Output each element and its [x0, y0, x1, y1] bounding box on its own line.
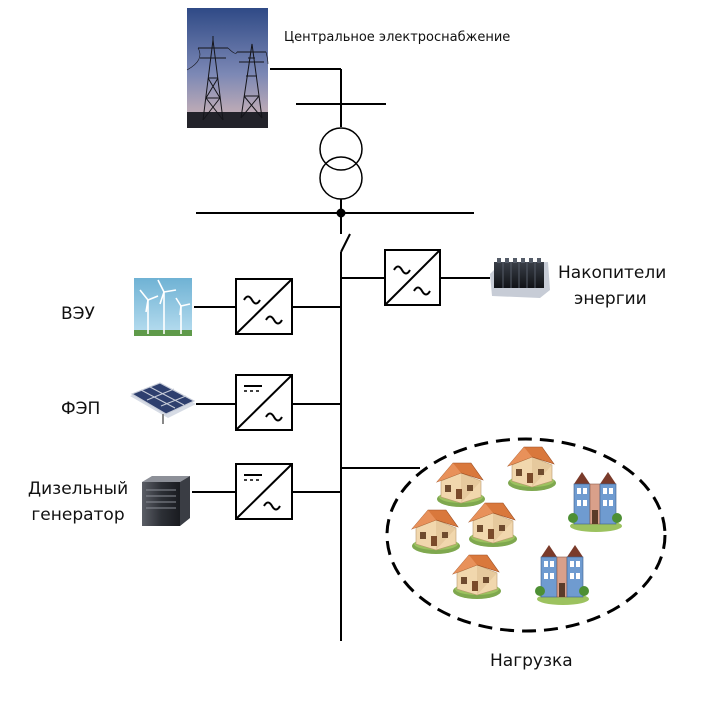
- wind-turbine-icon: [134, 278, 192, 336]
- pv-converter: [196, 374, 341, 431]
- house-icon: [436, 462, 486, 508]
- house-icon: [507, 446, 557, 492]
- grid-label: Центральное электроснабжение: [284, 30, 511, 45]
- main-bus: [196, 199, 474, 234]
- power-tower-photo: [186, 8, 269, 128]
- townhouse-icon: [534, 544, 590, 606]
- load-boundary: [385, 437, 667, 633]
- house-icon: [468, 502, 518, 548]
- storage-label-line2: энергии: [574, 289, 647, 309]
- transformer-symbol: [319, 127, 363, 200]
- load-label: Нагрузка: [490, 651, 573, 671]
- diesel-label-line2: генератор: [31, 505, 125, 525]
- solar-panel-icon: [130, 382, 196, 424]
- house-icon: [411, 509, 461, 555]
- storage-converter: [341, 249, 490, 306]
- diesel-label-line1: Дизельный: [27, 479, 129, 499]
- battery-bank-icon: [490, 258, 550, 298]
- townhouse-icon: [567, 471, 623, 533]
- load-buildings: [411, 446, 623, 606]
- pv-label: ФЭП: [61, 399, 101, 419]
- storage-label-line1: Накопители: [558, 263, 667, 283]
- diesel-generator-icon: [142, 476, 190, 526]
- diesel-converter: [192, 463, 341, 520]
- house-icon: [452, 554, 502, 600]
- grid-connection-lines: [270, 68, 386, 127]
- wind-converter: [194, 278, 341, 335]
- switch-symbol: [340, 233, 351, 253]
- wind-label: ВЭУ: [61, 304, 95, 324]
